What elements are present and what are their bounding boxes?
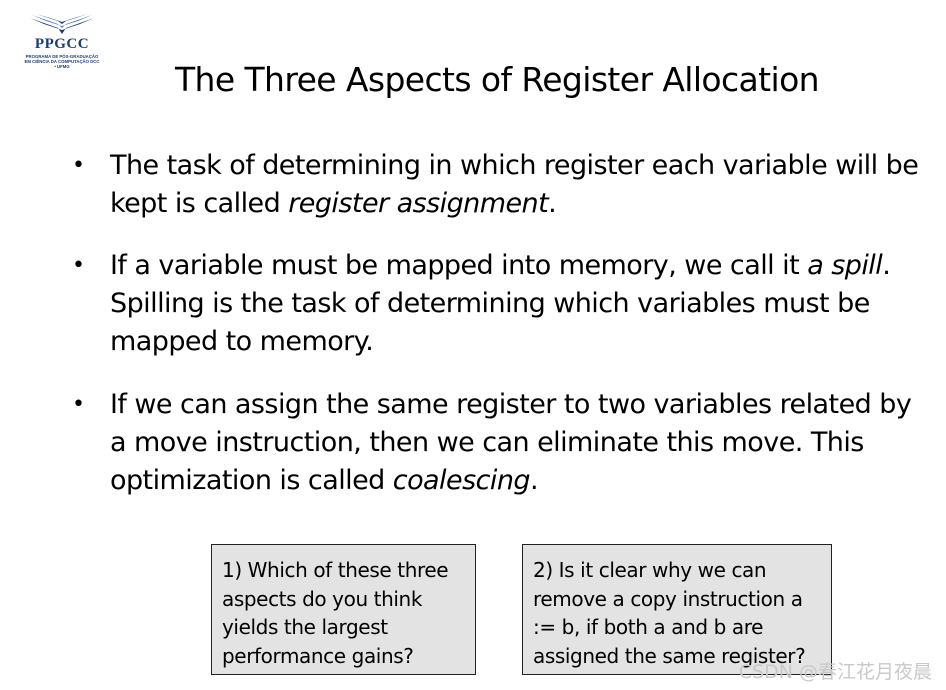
bullet-text: The task of determining in which registe… [110,150,919,219]
bullet-text: If a variable must be mapped into memory… [110,250,808,281]
book-wings-icon [30,14,94,34]
question-box-1: 1) Which of these three aspects do you t… [211,544,476,675]
logo-name: PPGCC [34,36,90,52]
logo-subtitle: PROGRAMA DE PÓS-GRADUAÇÃO EM CIÊNCIA DA … [24,54,100,70]
slide-title: The Three Aspects of Register Allocation [175,60,820,99]
bullet-text-end: . [529,465,539,496]
bullet-text: If we can assign the same register to tw… [110,389,912,496]
bullet-register-assignment: • The task of determining in which regis… [70,147,930,223]
question-box-2: 2) Is it clear why we can remove a copy … [522,544,832,675]
bullet-term: a spill [807,250,883,281]
bullet-dot-icon: • [72,253,85,278]
bullet-coalescing: • If we can assign the same register to … [70,386,930,500]
bullet-dot-icon: • [72,392,85,417]
bullet-term: register assignment [288,188,549,219]
bullet-spill: • If a variable must be mapped into memo… [70,247,930,361]
bullet-text-end: . Spilling is the task of determining wh… [110,250,891,357]
bullet-text-end: . [548,188,557,219]
bullet-term: coalescing [392,465,531,496]
ppgcc-logo: PPGCC PROGRAMA DE PÓS-GRADUAÇÃO EM CIÊNC… [22,14,102,76]
bullet-dot-icon: • [72,153,85,178]
watermark: CSDN @春江花月夜晨 [738,661,932,683]
bullet-list: • The task of determining in which regis… [70,147,930,524]
